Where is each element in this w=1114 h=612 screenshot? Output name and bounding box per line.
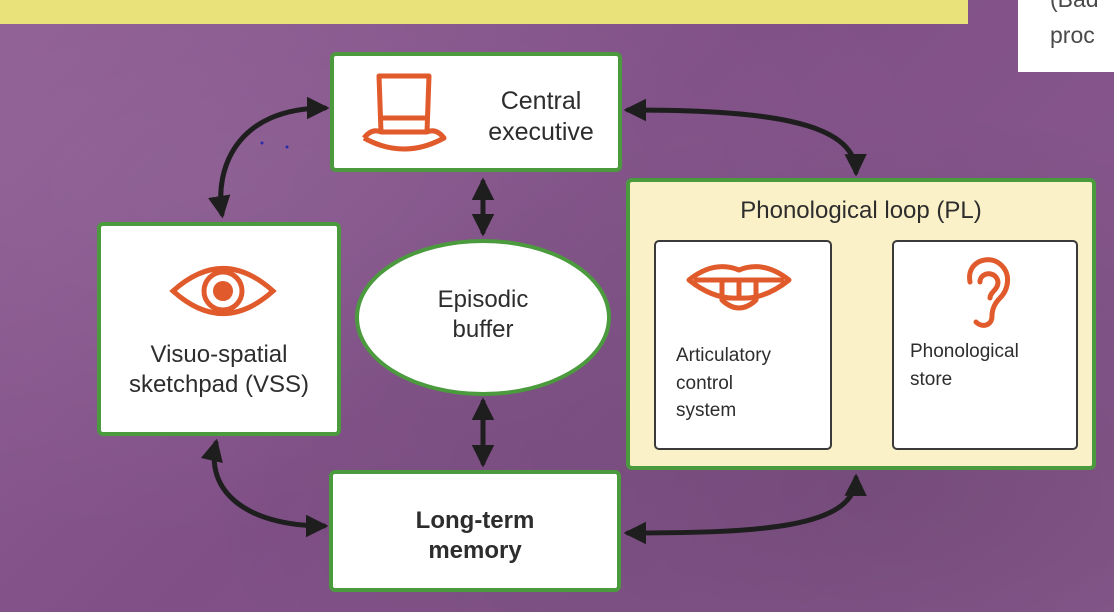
mouth-tongue-icon bbox=[686, 264, 792, 311]
corner-note-line-1: (Bad bbox=[1050, 0, 1099, 13]
long-term-memory-box: Long-term memory bbox=[329, 470, 621, 592]
articulatory-label: Articulatory control system bbox=[676, 345, 772, 422]
long-term-memory-label: Long-term memory bbox=[415, 507, 535, 564]
arrow-ltm-pl bbox=[623, 473, 867, 545]
articulatory-control-box: Articulatory control system bbox=[654, 240, 832, 450]
arrow-central-pl bbox=[623, 98, 867, 177]
visuo-spatial-sketchpad-box: Visuo-spatial sketchpad (VSS) bbox=[97, 222, 341, 436]
top-banner bbox=[0, 0, 968, 24]
top-hat-icon bbox=[362, 73, 447, 152]
episodic-buffer-ellipse: Episodic buffer bbox=[355, 239, 611, 396]
phonological-store-label: Phonological store bbox=[910, 341, 1019, 390]
arrow-vss-central bbox=[208, 96, 330, 219]
phonological-loop-box: Phonological loop (PL) Articulatory cont… bbox=[626, 178, 1096, 470]
ear-icon bbox=[967, 257, 1010, 328]
central-executive-label: Central executive bbox=[488, 87, 594, 147]
phonological-store-box: Phonological store bbox=[892, 240, 1078, 450]
corner-note-line-2: proc bbox=[1050, 22, 1095, 48]
phonological-loop-title: Phonological loop (PL) bbox=[740, 197, 982, 224]
visuo-spatial-label: Visuo-spatial sketchpad (VSS) bbox=[128, 341, 310, 398]
corner-note: (Bad proc bbox=[1018, 0, 1114, 72]
eye-icon bbox=[169, 266, 277, 316]
arrow-vss-ltm bbox=[200, 438, 329, 538]
episodic-buffer-label: Episodic buffer bbox=[437, 286, 529, 343]
central-executive-box: Central executive bbox=[330, 52, 622, 172]
